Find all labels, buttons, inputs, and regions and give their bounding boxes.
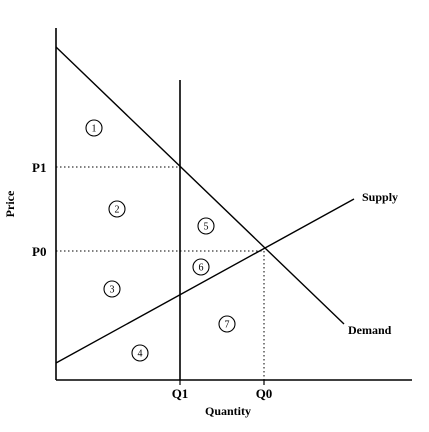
x-axis-title: Quantity: [205, 404, 251, 418]
supply-label: Supply: [362, 190, 398, 204]
region-2-number: 2: [115, 205, 120, 216]
p0-label: P0: [32, 244, 46, 259]
region-1-marker: 1: [85, 119, 103, 137]
q1-label: Q1: [172, 386, 189, 401]
supply-curve: [55, 198, 355, 364]
region-6-marker: 6: [192, 258, 210, 276]
region-4-number: 4: [138, 349, 143, 360]
region-4-marker: 4: [131, 344, 149, 362]
q0-label: Q0: [256, 386, 273, 401]
demand-curve: [55, 46, 345, 325]
region-7-number: 7: [225, 320, 230, 331]
region-7-marker: 7: [218, 315, 236, 333]
region-6-number: 6: [199, 263, 204, 274]
y-axis-title: Price: [3, 190, 17, 217]
demand-label: Demand: [348, 323, 392, 337]
region-1-number: 1: [92, 124, 97, 135]
p1-label: P1: [32, 160, 46, 175]
region-3-marker: 3: [103, 280, 121, 298]
region-5-marker: 5: [197, 217, 215, 235]
region-2-marker: 2: [108, 200, 126, 218]
region-3-number: 3: [110, 285, 115, 296]
region-5-number: 5: [204, 222, 209, 233]
